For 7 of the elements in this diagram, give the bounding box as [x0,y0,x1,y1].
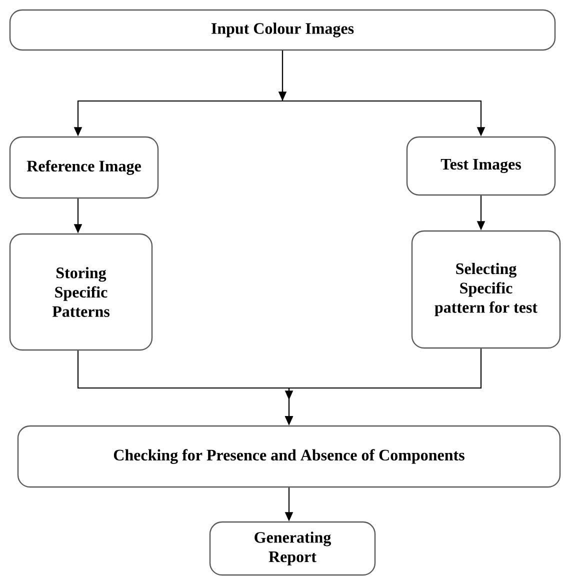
process-box: Selecting Specific pattern for test [411,230,561,349]
process-box: Generating Report [209,521,376,576]
process-box: Checking for Presence and Absence of Components [17,425,561,488]
process-box: Test Images [406,136,556,196]
process-box: Input Colour Images [9,9,556,51]
process-box: Storing Specific Patterns [9,233,153,351]
process-box: Reference Image [9,136,159,199]
